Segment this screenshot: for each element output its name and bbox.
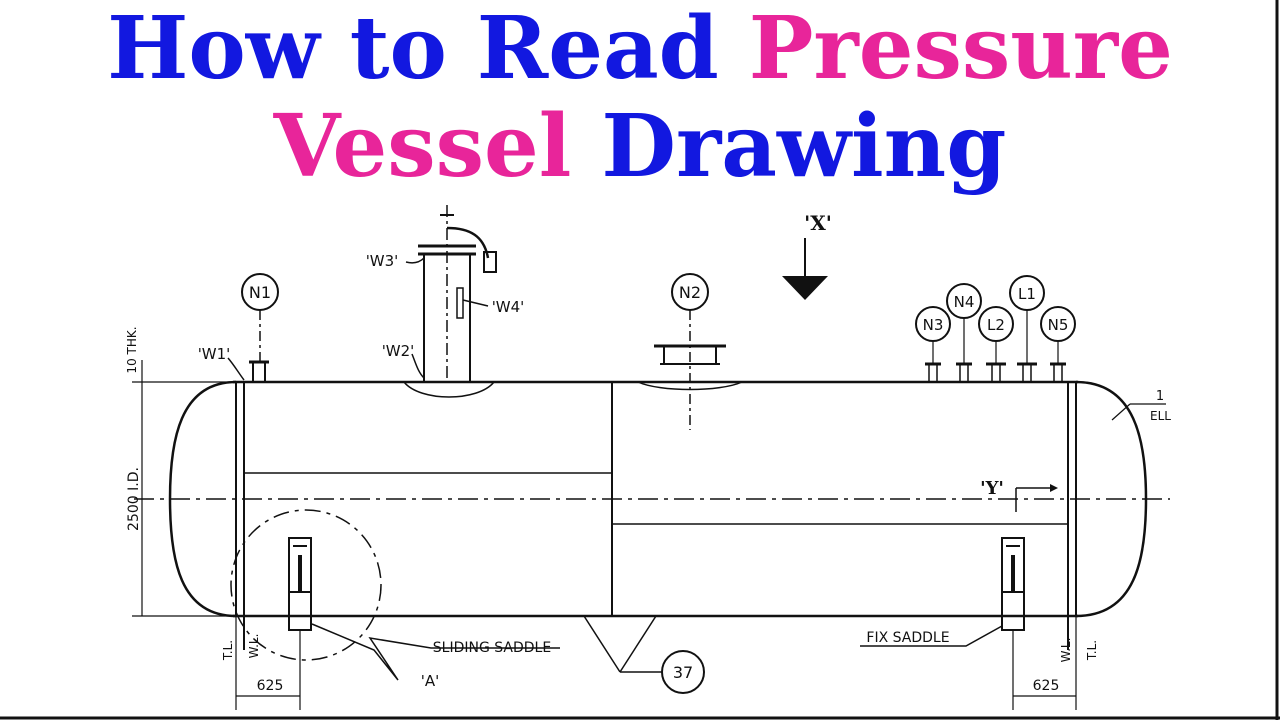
dim-625-left-label: 625: [257, 678, 284, 694]
title-part: Pressure: [748, 0, 1173, 99]
sliding-saddle-label: SLIDING SADDLE: [433, 640, 551, 656]
title-part: Drawing: [601, 96, 1007, 197]
title-part: How to Read: [107, 0, 749, 99]
nozzle-n5: [1040, 306, 1076, 383]
nozzle-n4: [946, 283, 982, 383]
nozzle-label-l2: L2: [987, 316, 1005, 334]
weld-label-w4: 'W4': [492, 298, 525, 316]
item-37-label: 37: [673, 663, 693, 682]
bottom-sump: [583, 615, 705, 694]
nozzle-label-n2: N2: [679, 283, 701, 302]
nozzle-l2: [978, 306, 1014, 383]
nozzle-label-n1: N1: [249, 283, 271, 302]
nozzle-n2: [637, 273, 743, 430]
sliding-saddle: [230, 509, 560, 681]
head-note-ell: ELL: [1150, 409, 1171, 423]
nozzle-n3: [915, 306, 951, 383]
view-x-label: 'X': [804, 211, 832, 235]
dim-625-right-label: 625: [1033, 678, 1060, 694]
nozzle-n1: [241, 273, 279, 383]
tl-left-label: T.L.: [221, 640, 235, 661]
nozzle-label-l1: L1: [1018, 285, 1036, 303]
head-note-1: 1: [1156, 389, 1164, 404]
weld-label-w1: 'W1': [198, 345, 231, 363]
nozzle-label-n3: N3: [923, 316, 944, 334]
manway-nozzle: [403, 205, 497, 398]
weld-label-w3: 'W3': [366, 252, 399, 270]
weld-label-w2: 'W2': [382, 342, 415, 360]
dim-thickness-label: 10 THK.: [125, 326, 139, 373]
view-y-marker: [1015, 484, 1058, 512]
dim-625-right: [1012, 616, 1077, 710]
view-y-label: 'Y': [980, 478, 1004, 499]
title-line-1: How to Read Pressure: [0, 6, 1280, 92]
weld-leaders: [227, 257, 489, 381]
view-x-marker: [782, 238, 828, 300]
detail-a-label: 'A': [421, 672, 440, 690]
fix-saddle-label: FIX SADDLE: [866, 630, 949, 646]
dim-625-left: [235, 616, 301, 710]
dim-inner-diameter-label: 2500 I.D.: [126, 467, 142, 531]
head-note-leader: [1111, 403, 1166, 421]
title-line-2: Vessel Drawing: [0, 104, 1280, 190]
nozzle-label-n4: N4: [954, 293, 975, 311]
nozzle-label-n5: N5: [1048, 316, 1069, 334]
tl-right-label: T.L.: [1085, 640, 1099, 661]
nozzle-l1: [1009, 275, 1045, 383]
title-part: Vessel: [273, 96, 602, 197]
wl-right-label: W.L.: [1059, 638, 1073, 663]
nozzle-cluster: [915, 275, 1076, 383]
wl-left-label: W.L.: [247, 634, 261, 659]
dim-inner-diameter: [132, 360, 233, 617]
